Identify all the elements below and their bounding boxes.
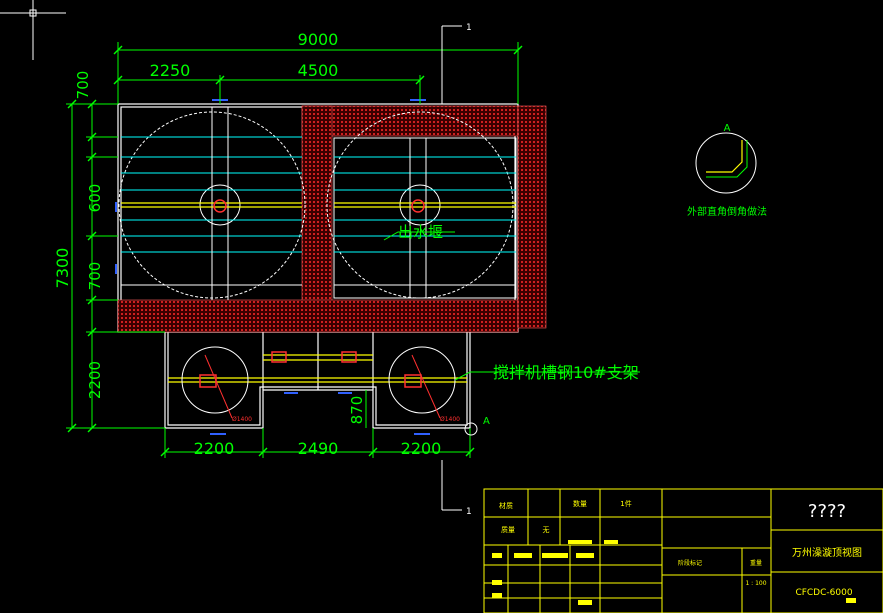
detail-caption: 外部直角倒角做法 <box>687 205 767 218</box>
dim-right-span: 4500 <box>298 61 339 80</box>
right-chamber <box>333 137 517 299</box>
dim-bottom-left: 2200 <box>194 439 235 458</box>
tb-quantity-value: 1件 <box>620 499 631 508</box>
dim-bottom-middle: 2490 <box>298 439 339 458</box>
section-line <box>441 25 462 511</box>
tb-scale-value: 1 : 100 <box>745 580 766 587</box>
section-marker-circle <box>464 422 478 436</box>
title-block <box>483 488 883 613</box>
dim-bottom-right: 2200 <box>401 439 442 458</box>
support-label: 搅拌机槽钢10#支架 <box>493 363 639 382</box>
concrete-wall <box>117 105 547 333</box>
tb-quantity-label: 数量 <box>573 499 587 508</box>
section-marker: A <box>483 416 490 427</box>
section-number-top: 1 <box>466 23 472 33</box>
weir-label: 出水堰 <box>398 223 443 241</box>
dim-left-span: 2250 <box>150 61 191 80</box>
dimension-lines <box>66 42 640 458</box>
dim-overall-height: 7300 <box>53 248 72 289</box>
ucs-cursor-icon <box>0 0 66 60</box>
dim-seg-bottom: 2200 <box>86 361 104 399</box>
dim-seg-low: 700 <box>86 262 104 291</box>
dim-gap-height: 870 <box>348 396 366 425</box>
blue-markers <box>115 99 430 435</box>
tb-drawing-code: CFCDC-6000 <box>795 588 852 598</box>
center-lines <box>121 202 516 383</box>
detail-marker: A <box>724 123 731 134</box>
dim-seg-mid: 600 <box>86 184 104 213</box>
tb-stage-mark-label: 阶段标记 <box>678 559 702 567</box>
tb-material-label: 材质 <box>499 501 513 510</box>
dim-overall-width: 9000 <box>298 30 339 49</box>
dim-seg-top: 700 <box>74 71 92 100</box>
tb-weight2-label: 重量 <box>750 559 762 567</box>
pipe-dia-right: Ø1400 <box>440 416 460 423</box>
detail-a <box>695 132 757 194</box>
tb-company: ???? <box>808 501 846 522</box>
clarifier-hubs <box>199 184 441 226</box>
tb-weight-label: 质量 <box>501 525 515 534</box>
tb-drawing-title: 万州澡漩顶视图 <box>792 546 862 559</box>
title-block-bars <box>492 540 856 605</box>
dimension-ticks <box>67 45 523 457</box>
mixer-radius-lines <box>204 354 441 419</box>
pipe-dia-left: Ø1400 <box>232 416 252 423</box>
section-number-bottom: 1 <box>466 507 472 517</box>
tb-weight-value: 无 <box>543 526 550 534</box>
